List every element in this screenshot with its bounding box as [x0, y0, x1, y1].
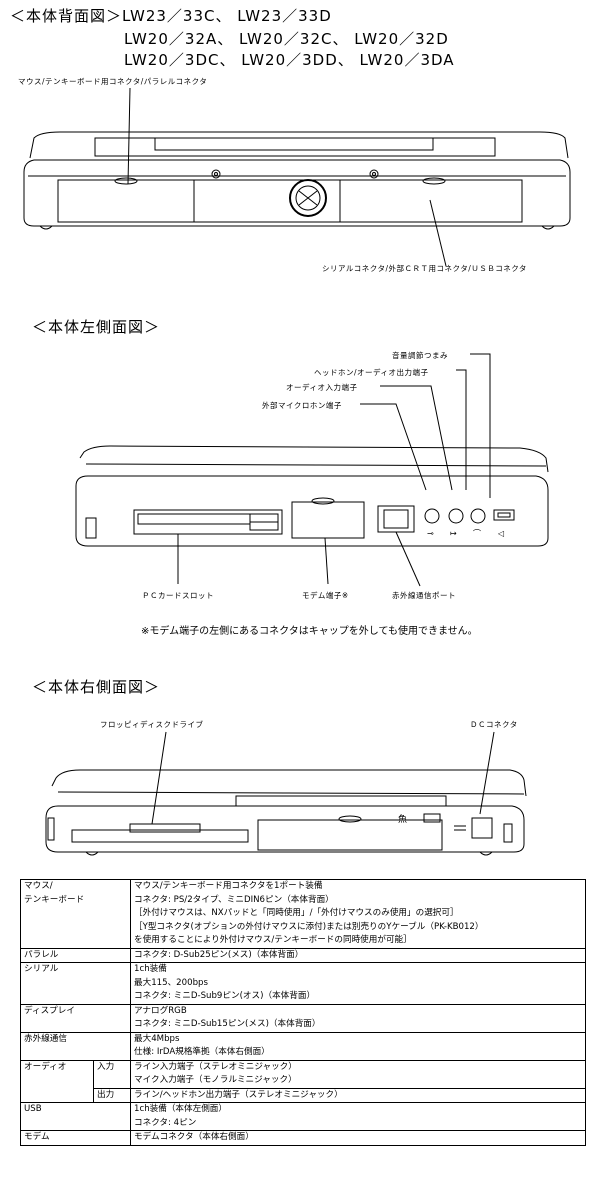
label-dc-connector: ＤＣコネクタ — [470, 720, 518, 729]
spec-item-detail: モデムコネクタ（本体右側面） — [130, 1130, 586, 1146]
rear-view-drawing — [23, 87, 571, 267]
label-floppy-drive: フロッピィディスクドライブ — [100, 720, 204, 729]
label-volume-knob: 音量調節つまみ — [392, 351, 448, 360]
label-audio-input-jack: オーディオ入力端子 — [286, 383, 358, 392]
svg-text:⊸: ⊸ — [427, 529, 434, 538]
svg-text:⌒: ⌒ — [473, 529, 481, 538]
spec-item-detail: コネクタ: D-Sub25ピン(メス)（本体背面） — [130, 947, 586, 963]
label-serial-crt-usb-connector: シリアルコネクタ/外部ＣＲＴ用コネクタ/ＵＳＢコネクタ — [322, 264, 527, 273]
spec-item-name: パラレル — [20, 947, 131, 963]
spec-item-name: マウス/テンキーボード — [20, 879, 131, 949]
spec-item-name: オーディオ — [20, 1059, 94, 1103]
spec-row: パラレルコネクタ: D-Sub25ピン(メス)（本体背面） — [20, 947, 586, 963]
svg-text:↦: ↦ — [450, 529, 457, 538]
spec-subitem-name: 出力 — [93, 1087, 131, 1103]
spec-item-name: ディスプレイ — [20, 1003, 131, 1033]
modem-cap-note: ※モデム端子の左側にあるコネクタはキャップを外しても使用できません。 — [141, 626, 478, 637]
spec-item-name: シリアル — [20, 962, 131, 1005]
left-view-drawing: ⊸ ↦ ⌒ ◁ — [75, 353, 549, 587]
spec-row: マウス/テンキーボードマウス/テンキーボード用コネクタを1ポート装備コネクタ: … — [20, 879, 586, 949]
label-headphone-jack: ヘッドホン/オーディオ出力端子 — [314, 368, 429, 377]
label-infrared-port: 赤外線通信ポート — [392, 591, 456, 600]
label-mouse-parallel-connector: マウス/テンキーボード用コネクタ/パラレルコネクタ — [18, 77, 208, 86]
svg-text:◁: ◁ — [497, 529, 504, 538]
spec-item-detail: マウス/テンキーボード用コネクタを1ポート装備コネクタ: PS/2タイプ、ミニD… — [130, 879, 586, 949]
model-line-1: LW23／33C、 LW23／33D — [122, 7, 332, 25]
spec-subitem-name: 入力 — [93, 1059, 131, 1089]
svg-text:魚: 魚 — [398, 813, 407, 825]
spec-item-name: 赤外線通信 — [20, 1031, 131, 1061]
spec-row: オーディオ入力ライン入力端子（ステレオミニジャック）マイク入力端子（モノラルミニ… — [20, 1059, 586, 1103]
model-line-3: LW20／3DC、 LW20／3DD、 LW20／3DA — [124, 51, 455, 69]
model-line-2: LW20／32A、 LW20／32C、 LW20／32D — [124, 30, 449, 48]
spec-item-detail: ライン/ヘッドホン出力端子（ステレオミニジャック） — [130, 1087, 586, 1103]
spec-item-name: モデム — [20, 1130, 131, 1146]
label-modem-port: モデム端子※ — [302, 591, 349, 600]
right-view-drawing: 魚 — [45, 731, 527, 856]
spec-row: 出力ライン/ヘッドホン出力端子（ステレオミニジャック） — [21, 1087, 586, 1103]
label-mic-jack: 外部マイクロホン端子 — [262, 401, 342, 410]
label-pc-card-slot: ＰＣカードスロット — [142, 591, 214, 600]
spec-item-name: USB — [20, 1102, 131, 1131]
left-view-heading: ＜本体左側面図＞ — [32, 318, 161, 336]
right-view-heading: ＜本体右側面図＞ — [32, 678, 161, 696]
interface-spec-table: マウス/テンキーボードマウス/テンキーボード用コネクタを1ポート装備コネクタ: … — [20, 879, 586, 1146]
spec-row: モデムモデムコネクタ（本体右側面） — [20, 1130, 586, 1146]
spec-item-detail: 1ch装備（本体左側面）コネクタ: 4ピン — [130, 1102, 586, 1131]
rear-view-heading: ＜本体背面図＞LW23／33C、 LW23／33D — [10, 7, 332, 25]
spec-item-detail: ライン入力端子（ステレオミニジャック）マイク入力端子（モノラルミニジャック） — [130, 1059, 586, 1089]
